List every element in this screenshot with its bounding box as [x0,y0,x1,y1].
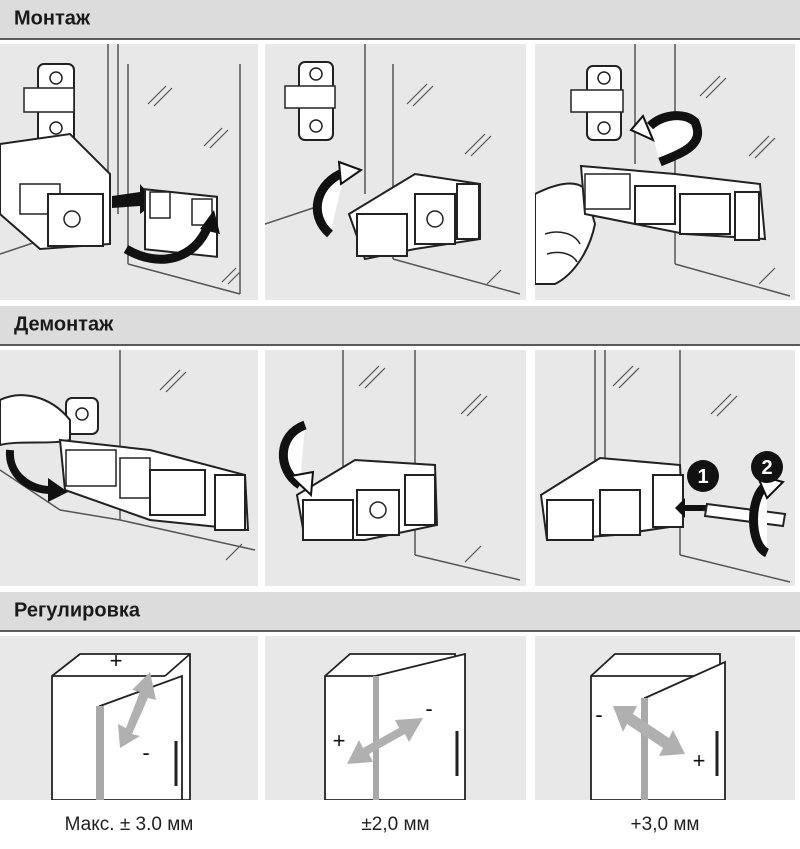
section-title-adjustment: Регулировка [14,599,141,622]
mounting-step-3-drawing [535,44,791,297]
adjustment-side-drawing: + - [324,652,466,800]
adjustment-height-drawing: - + [590,653,726,800]
plus-sign: + [110,648,123,673]
section-title-mounting: Монтаж [14,7,91,30]
mounting-step-1-illustration [0,44,258,300]
step-1-marker [687,460,719,492]
plus-sign: + [693,748,706,773]
section-header-dismounting: Демонтаж [0,306,800,344]
adjustment-depth-drawing: + - [51,648,191,800]
step-1-label: 1 [697,466,708,488]
dismounting-step-2-drawing [278,350,521,581]
adjustment-depth-illustration: + - [0,636,258,800]
mounting-step-3-illustration [535,44,795,300]
dismounting-step-3-drawing: 1 2 [539,350,791,583]
dismounting-step-1-drawing [0,350,256,561]
section-header-mounting: Монтаж [0,0,800,38]
dismounting-step-1-illustration [0,350,258,586]
section-rule [0,630,800,632]
mounting-step-1-drawing [0,44,241,295]
step-2-marker [751,451,783,483]
adjustment-side-caption: ±2,0 мм [361,814,430,835]
section-rule [0,344,800,346]
mounting-step-2-drawing [265,44,521,295]
adjustment-height-illustration: - + [535,636,795,800]
adjustment-depth-caption: Макс. ± 3.0 мм [64,814,194,835]
step-2-label: 2 [761,457,772,479]
section-rule [0,38,800,40]
minus-sign: - [142,740,149,765]
adjustment-side-illustration: + - [265,636,526,800]
section-header-adjustment: Регулировка [0,592,800,630]
dismounting-step-2-illustration [265,350,526,586]
mounting-step-2-illustration [265,44,526,300]
plus-sign: + [333,728,346,753]
minus-sign: - [595,702,602,727]
minus-sign: - [425,696,432,721]
adjustment-height-caption: +3,0 мм [630,814,700,835]
section-title-dismounting: Демонтаж [14,313,114,336]
dismounting-step-3-illustration: 1 2 [535,350,795,586]
